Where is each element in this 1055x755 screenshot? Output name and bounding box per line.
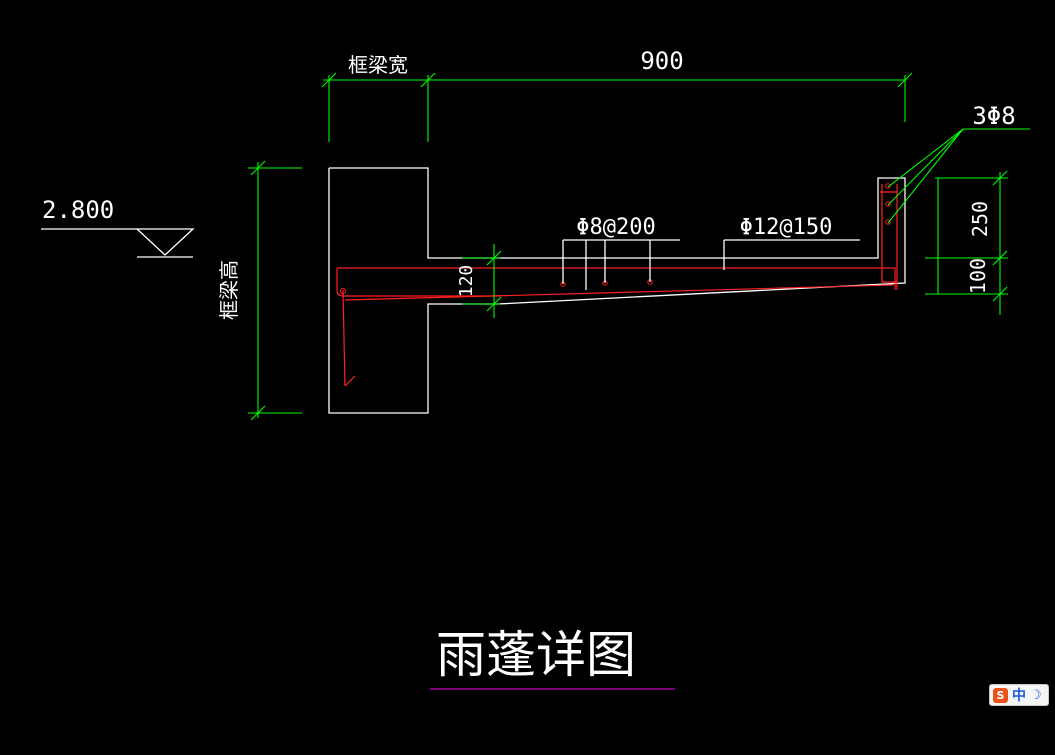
span-dimension-label: 900: [640, 47, 683, 75]
beam-height-label: 框梁高: [217, 260, 241, 320]
rebar-top-label: Φ8@200: [576, 215, 655, 240]
upstand-dimension-label: 250: [968, 201, 992, 237]
thickness-label: 120: [456, 265, 477, 298]
beam-width-label: 框梁宽: [348, 53, 408, 77]
rebar-upstand-label: 3Φ8: [972, 102, 1015, 130]
moon-icon[interactable]: ☽: [1030, 687, 1042, 703]
drawing-title: 雨蓬详图: [436, 626, 636, 684]
dimension-lines: [248, 72, 1030, 421]
rebar-layout: [336, 183, 898, 387]
concrete-outline: [328, 167, 906, 414]
sogou-logo-icon: S: [993, 687, 1008, 703]
input-language-toggle[interactable]: 中: [1012, 688, 1026, 704]
elevation-label: 2.800: [42, 196, 114, 224]
ime-indicator[interactable]: S 中 ☽: [989, 684, 1049, 706]
rebar-main-label: Φ12@150: [740, 215, 833, 240]
leader-lines: [41, 228, 860, 290]
slab-dimension-label: 100: [966, 258, 990, 294]
